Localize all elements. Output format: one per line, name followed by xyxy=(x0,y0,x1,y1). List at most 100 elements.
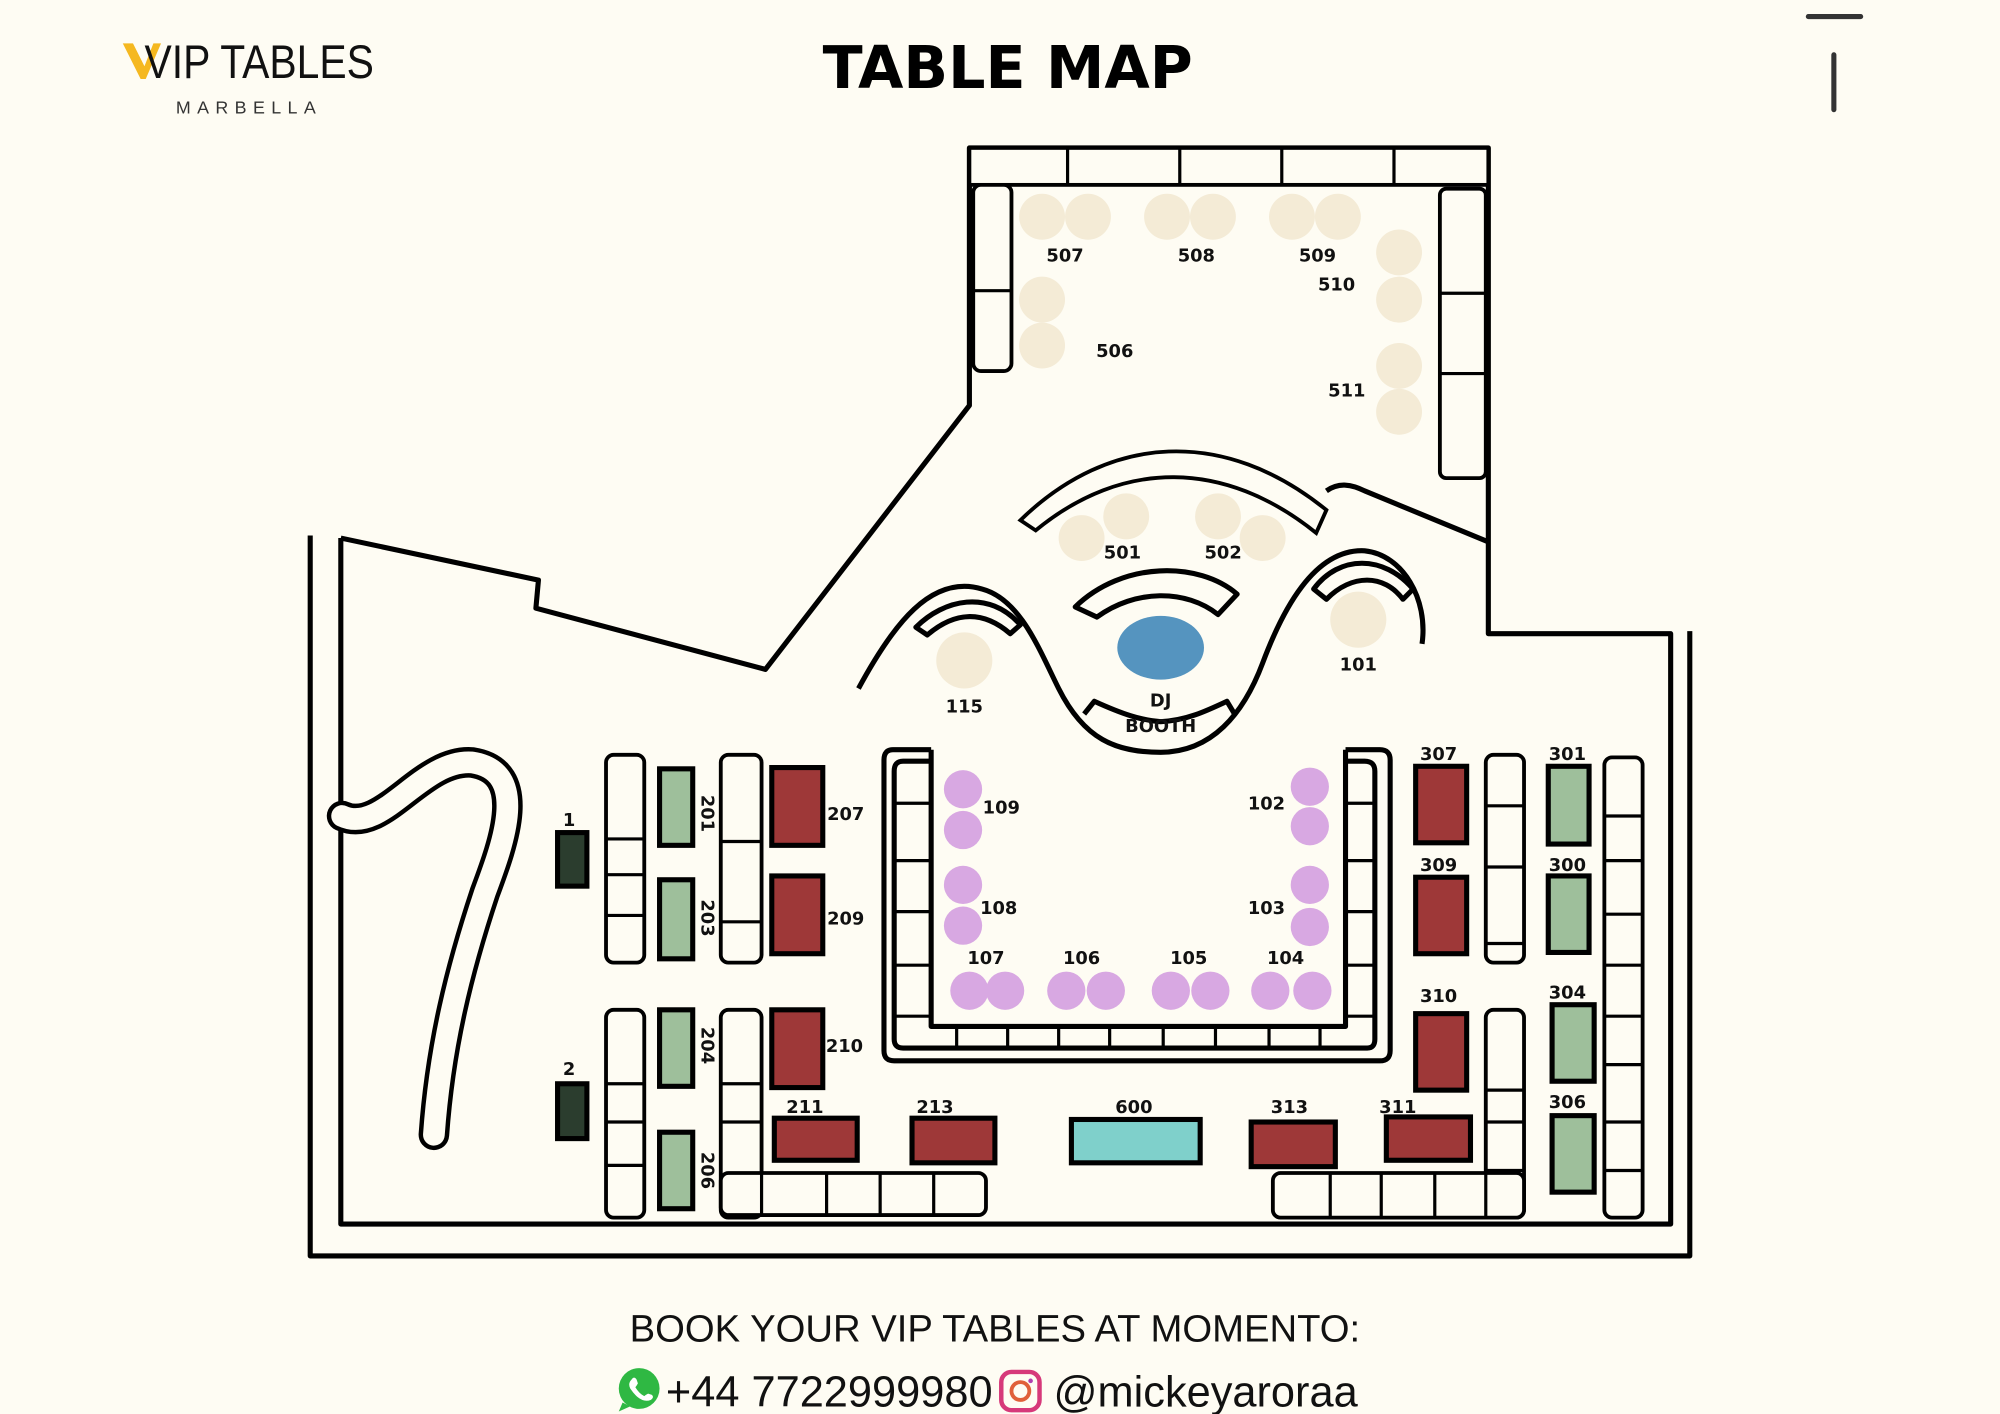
table-shape[interactable] xyxy=(657,1007,696,1089)
table-shape[interactable] xyxy=(1549,1002,1597,1084)
seat-circle[interactable] xyxy=(1144,193,1190,240)
seat-circle[interactable] xyxy=(1103,493,1150,540)
table-210[interactable]: 210 xyxy=(769,1007,863,1091)
table-310[interactable]: 310 xyxy=(1413,986,1470,1093)
table-306[interactable]: 306 xyxy=(1549,1092,1597,1195)
table-shape[interactable] xyxy=(771,1115,860,1163)
table-511[interactable]: 511 xyxy=(1328,342,1423,435)
table-307[interactable]: 307 xyxy=(1413,744,1470,846)
table-501[interactable]: 501 xyxy=(1058,493,1150,563)
table-101[interactable]: 101 xyxy=(1330,591,1387,676)
table-shape[interactable] xyxy=(769,765,826,848)
table-311[interactable]: 311 xyxy=(1379,1097,1474,1163)
menu-toggle-icon[interactable] xyxy=(1805,14,1864,113)
seat-circle[interactable] xyxy=(1314,193,1361,240)
table-shape[interactable] xyxy=(1545,763,1592,847)
seat-circle[interactable] xyxy=(1195,493,1241,540)
table-509[interactable]: 509 xyxy=(1269,193,1361,267)
table-shape[interactable] xyxy=(1413,1011,1470,1093)
seat-circle[interactable] xyxy=(1290,807,1329,846)
table-213[interactable]: 213 xyxy=(909,1097,998,1166)
seat-circle[interactable] xyxy=(943,865,983,904)
instagram-icon[interactable] xyxy=(999,1369,1042,1413)
seat-circle[interactable] xyxy=(1251,971,1290,1010)
table-104[interactable]: 104 xyxy=(1251,948,1332,1010)
table-shape[interactable] xyxy=(1549,1113,1597,1195)
table-206[interactable]: 206 xyxy=(657,1129,718,1212)
seat-circle[interactable] xyxy=(1047,971,1086,1010)
seat-circle[interactable] xyxy=(950,971,989,1010)
table-304[interactable]: 304 xyxy=(1549,982,1597,1084)
table-204[interactable]: 204 xyxy=(657,1007,718,1089)
seat-circle[interactable] xyxy=(1058,515,1105,562)
seat-circle[interactable] xyxy=(1151,971,1190,1010)
seat-circle[interactable] xyxy=(1376,229,1423,276)
table-211[interactable]: 211 xyxy=(771,1097,860,1163)
seat-circle[interactable] xyxy=(1239,515,1286,562)
seat-circle[interactable] xyxy=(1330,591,1387,648)
table-106[interactable]: 106 xyxy=(1047,948,1125,1010)
table-201[interactable]: 201 xyxy=(657,766,718,848)
instagram-handle[interactable]: @mickeyaroraa xyxy=(1054,1368,1359,1414)
phone-number[interactable]: +44 7722999980 xyxy=(666,1368,993,1414)
table-301[interactable]: 301 xyxy=(1545,744,1592,847)
seat-circle[interactable] xyxy=(1376,388,1423,435)
table-506[interactable]: 506 xyxy=(1019,276,1133,369)
table-300[interactable]: 300 xyxy=(1545,855,1592,955)
table-shape[interactable] xyxy=(657,766,696,848)
table-shape[interactable] xyxy=(555,1081,590,1142)
table-108[interactable]: 108 xyxy=(943,865,1017,945)
table-313[interactable]: 313 xyxy=(1248,1097,1338,1170)
table-shape[interactable] xyxy=(1068,1116,1203,1166)
table-shape[interactable] xyxy=(657,877,696,962)
table-shape[interactable] xyxy=(657,1129,696,1212)
seat-circle[interactable] xyxy=(1086,971,1125,1010)
table-203[interactable]: 203 xyxy=(657,877,718,962)
table-1[interactable]: 1 xyxy=(555,810,590,889)
table-107[interactable]: 107 xyxy=(950,948,1025,1010)
seat-circle[interactable] xyxy=(1019,322,1066,369)
seat-circle[interactable] xyxy=(1269,193,1315,240)
seat-circle[interactable] xyxy=(1293,971,1332,1010)
seat-circle[interactable] xyxy=(1065,193,1111,240)
seat-circle[interactable] xyxy=(936,632,993,689)
table-shape[interactable] xyxy=(1545,873,1592,955)
seat-circle[interactable] xyxy=(1019,193,1066,240)
seat-circle[interactable] xyxy=(943,810,983,850)
seat-circle[interactable] xyxy=(1189,193,1236,240)
table-shape[interactable] xyxy=(1383,1114,1474,1163)
seat-circle[interactable] xyxy=(1290,907,1329,947)
table-shape[interactable] xyxy=(769,873,826,957)
table-103[interactable]: 103 xyxy=(1248,865,1329,947)
table-507[interactable]: 507 xyxy=(1019,193,1111,267)
seat-circle[interactable] xyxy=(943,770,983,809)
table-shape[interactable] xyxy=(555,830,590,889)
table-510[interactable]: 510 xyxy=(1318,229,1423,323)
table-shape[interactable] xyxy=(1413,763,1470,846)
table-600[interactable]: 600 xyxy=(1068,1097,1203,1166)
table-115[interactable]: 115 xyxy=(936,632,993,718)
seat-circle[interactable] xyxy=(943,906,983,945)
table-shape[interactable] xyxy=(769,1007,826,1091)
table-309[interactable]: 309 xyxy=(1413,855,1470,957)
table-shape[interactable] xyxy=(1413,874,1470,957)
table-shape[interactable] xyxy=(909,1115,998,1166)
seat-circle[interactable] xyxy=(1290,865,1329,904)
table-2[interactable]: 2 xyxy=(555,1059,590,1142)
seat-circle[interactable] xyxy=(1019,276,1066,323)
table-502[interactable]: 502 xyxy=(1195,493,1286,563)
table-109[interactable]: 109 xyxy=(943,770,1020,850)
seat-circle[interactable] xyxy=(1191,971,1230,1010)
table-207[interactable]: 207 xyxy=(769,765,865,848)
table-102[interactable]: 102 xyxy=(1248,767,1329,846)
table-209[interactable]: 209 xyxy=(769,873,865,957)
seat-circle[interactable] xyxy=(1376,276,1423,323)
seat-circle[interactable] xyxy=(1290,767,1329,806)
seat-circle[interactable] xyxy=(1376,342,1423,389)
table-shape[interactable] xyxy=(1248,1119,1338,1170)
seat-circle[interactable] xyxy=(985,971,1025,1010)
logo[interactable]: VIP TABLES MARBELLA xyxy=(122,35,374,118)
whatsapp-icon[interactable] xyxy=(618,1368,660,1412)
table-105[interactable]: 105 xyxy=(1151,948,1230,1010)
table-508[interactable]: 508 xyxy=(1144,193,1236,267)
